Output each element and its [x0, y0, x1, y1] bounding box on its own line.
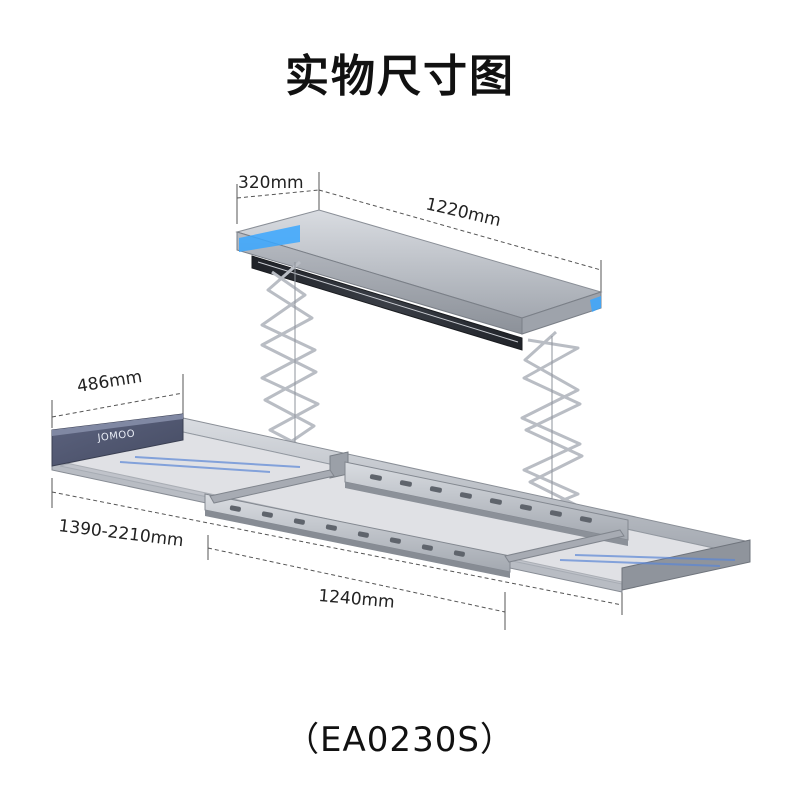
model-number: （EA0230S） — [285, 720, 515, 760]
motor-housing — [235, 209, 603, 351]
dim-label-rack-depth: 486mm — [76, 367, 144, 397]
lamp-panel — [251, 255, 523, 351]
brand-logo-text: JOMOO — [96, 428, 136, 444]
light-strip-left — [239, 225, 300, 252]
dimension-lines — [51, 172, 623, 630]
page-title: 实物尺寸图 — [285, 51, 515, 102]
light-strip-right — [590, 296, 601, 312]
rack-frame — [51, 413, 751, 593]
dim-label-rack-length: 1390-2210mm — [57, 516, 184, 551]
scissor-lift-right — [520, 330, 584, 514]
dim-label-motor-length: 1220mm — [424, 194, 503, 231]
drying-bar-upper — [344, 461, 629, 546]
scissor-lift-left — [260, 260, 320, 457]
dim-label-motor-depth: 320mm — [238, 173, 304, 193]
drying-bar-lower — [204, 469, 625, 578]
dim-label-bar-length: 1240mm — [318, 586, 396, 613]
